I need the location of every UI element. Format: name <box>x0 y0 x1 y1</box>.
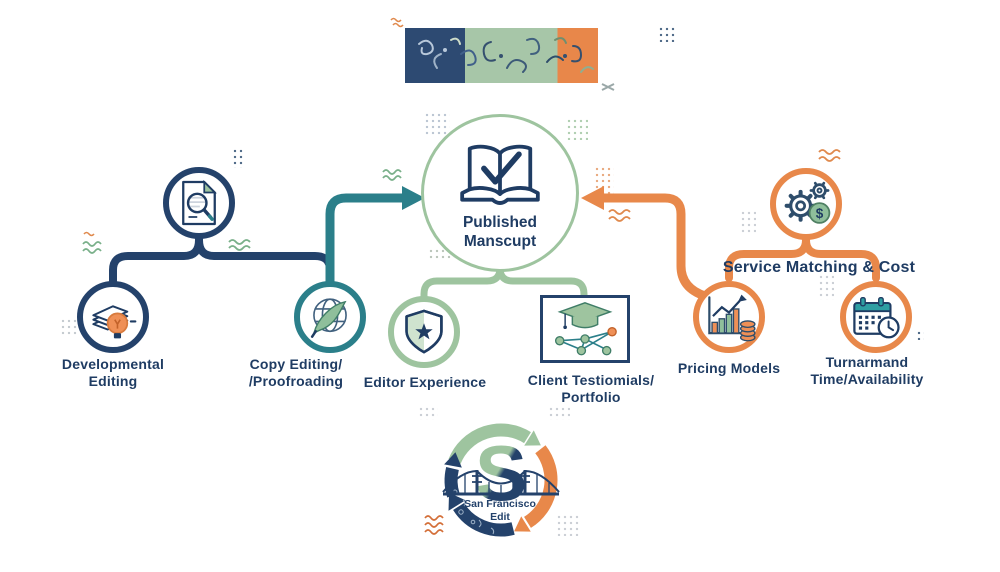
turnaround-node <box>840 281 912 353</box>
dot-grid-decoration <box>818 274 834 300</box>
editor-experience-node <box>388 296 460 368</box>
squiggle-decoration <box>608 209 631 222</box>
dot-grid-decoration <box>740 210 756 234</box>
squiggle-decoration <box>82 231 102 254</box>
squiggle-decoration <box>818 149 841 162</box>
bridge-icon <box>442 470 560 496</box>
service-matching-heading: Service Matching & Cost <box>722 259 916 276</box>
graduation-network-icon <box>554 302 617 356</box>
published-manuscript-node: Published Manscupt <box>421 114 579 272</box>
chart-coins-icon <box>708 294 756 342</box>
document-magnifier-icon <box>182 179 217 226</box>
cross-mark-decoration <box>601 83 615 91</box>
client-testimonials-node <box>540 295 630 363</box>
client-testimonials-label: Client Testiomials/ Portfolio <box>527 372 655 406</box>
squiggle-decoration <box>382 169 402 181</box>
abstract-doodle-banner <box>405 28 598 83</box>
logo-monogram: S <box>475 429 527 517</box>
developmental-editing-label: Developmental Editing <box>61 356 165 390</box>
calendar-clock-icon <box>853 296 900 338</box>
dot-grid-decoration <box>60 318 78 336</box>
orange-branch-connector <box>725 232 880 282</box>
dot-grid-decoration <box>594 166 614 194</box>
dot-grid-decoration <box>424 112 450 136</box>
editor-experience-label: Editor Experience <box>363 374 487 390</box>
teal-arrowhead-icon <box>402 186 425 210</box>
green-branch-connector <box>420 264 588 303</box>
dot-grid-decoration <box>232 148 244 168</box>
developmental-editing-node <box>77 281 149 353</box>
dot-grid-decoration <box>418 406 438 420</box>
service-matching-node: $ <box>770 168 842 240</box>
logo-name: San Francisco Edit <box>464 498 536 523</box>
copy-editing-node <box>294 281 366 353</box>
dollar-sign: $ <box>816 206 824 221</box>
green-cycle-arrowhead-icon <box>524 430 541 446</box>
pricing-models-label: Pricing Models <box>677 360 781 376</box>
squiggle-decoration <box>390 17 404 28</box>
san-francisco-edit-logo: S <box>421 408 581 560</box>
manuscript-review-node <box>163 167 235 239</box>
published-manuscript-label: Published Manscupt <box>462 214 538 250</box>
dot-grid-decoration <box>556 514 580 536</box>
pricing-models-node <box>693 281 765 353</box>
squiggle-decoration <box>228 239 251 251</box>
navy-cycle-arrowhead-icon <box>444 452 462 468</box>
open-book-check-icon <box>460 144 540 205</box>
banner-doodles-icon <box>418 37 594 73</box>
navy-cycle-arrowhead-icon <box>448 492 466 511</box>
papers-lightbulb-icon <box>92 305 137 339</box>
orange-arrow-connector <box>581 186 710 301</box>
copy-editing-label: Copy Editing/ /Proofroading <box>248 356 344 390</box>
squiggle-decoration <box>424 515 444 535</box>
shield-star-icon <box>405 309 443 354</box>
dot-grid-decoration <box>658 26 676 42</box>
teal-arrow-connector <box>325 186 425 289</box>
navy-branch-connector <box>109 228 334 288</box>
turnaround-label: Turnarmand Time/Availability <box>810 354 924 388</box>
gears-dollar-icon: $ <box>784 181 831 224</box>
circular-arrows-bridge-logo: S <box>442 423 560 537</box>
dot-grid-decoration <box>548 406 570 420</box>
dot-grid-decoration <box>566 118 588 140</box>
orange-arrowhead-icon <box>581 186 604 210</box>
quill-globe-icon <box>310 298 347 338</box>
dot-grid-decoration <box>916 330 924 340</box>
orange-cycle-arrowhead-icon <box>514 516 531 532</box>
